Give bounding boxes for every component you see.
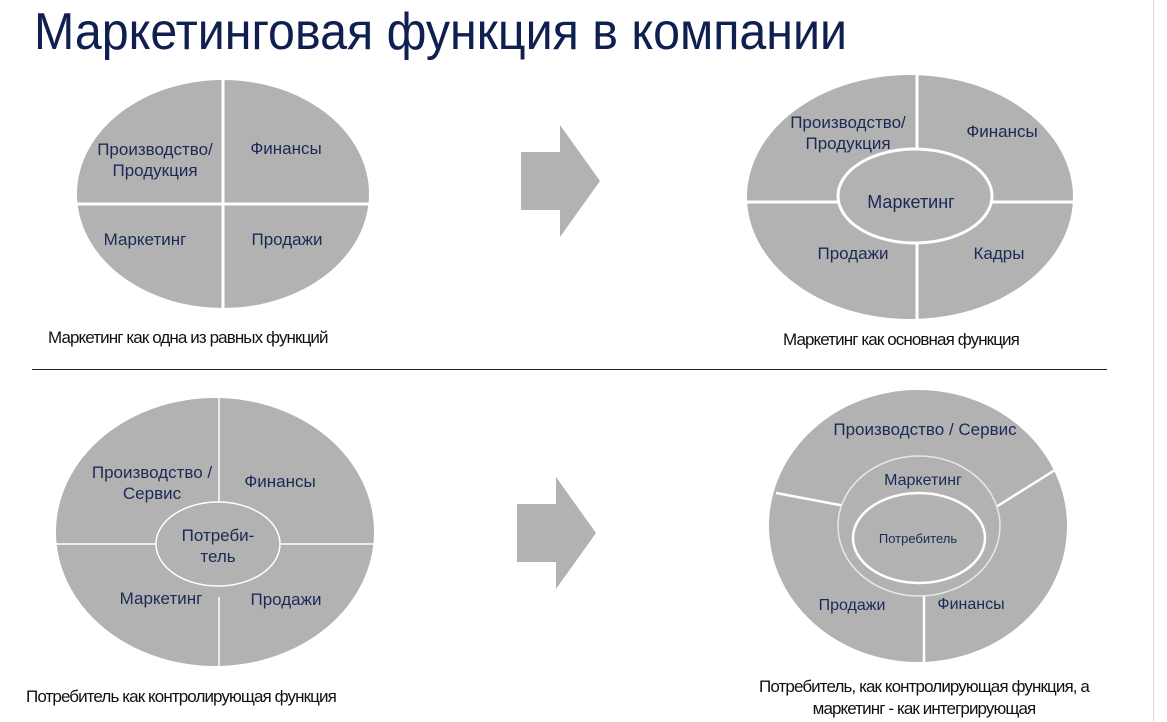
- center-consumer: Потребитель: [879, 531, 957, 546]
- segment-production-line2: Сервис: [123, 484, 182, 503]
- center-marketing: Маркетинг: [867, 192, 955, 212]
- segment-production: Производство/: [790, 113, 906, 132]
- arrow-right-icon: [517, 477, 596, 589]
- center-ellipse: [155, 501, 281, 587]
- caption-line-2: маркетинг - как интегрирующая: [812, 699, 1037, 718]
- segment-finance: Финансы: [966, 122, 1037, 141]
- segment-marketing: Маркетинг: [120, 589, 203, 608]
- center-ellipse: [836, 147, 994, 245]
- diagram-marketing-core: Производство/ Продукция Финансы Продажи …: [745, 75, 1077, 325]
- diagram-consumer-marketing-integrating: Производство / Сервис Продажи Финансы Ма…: [769, 390, 1067, 664]
- caption-consumer-marketing-integrating: Потребитель, как контролирующая функция,…: [744, 676, 1104, 720]
- center-consumer: Потреби-: [182, 526, 255, 545]
- caption-consumer-control: Потребитель как контролирующая функция: [26, 687, 337, 706]
- section-divider: [32, 369, 1107, 370]
- segment-production: Производство/: [97, 140, 213, 159]
- segment-hr: Кадры: [974, 244, 1025, 263]
- caption-marketing-core: Маркетинг как основная функция: [783, 330, 1020, 349]
- segment-marketing: Маркетинг: [104, 230, 187, 249]
- segment-production-line2: Продукция: [805, 134, 890, 153]
- segment-finance: Финансы: [937, 596, 1004, 613]
- segment-sales: Продажи: [818, 244, 889, 263]
- segment-production-service: Производство / Сервис: [833, 420, 1017, 439]
- page-title: Маркетинговая функция в компании: [34, 3, 848, 61]
- center-consumer-line2: тель: [200, 547, 235, 566]
- segment-sales: Продажи: [252, 230, 323, 249]
- segment-sales: Продажи: [251, 590, 322, 609]
- caption-line-1: Потребитель, как контролирующая функция,…: [759, 677, 1090, 696]
- segment-finance: Финансы: [244, 472, 315, 491]
- segment-production: Производство /: [92, 463, 213, 482]
- segment-sales: Продажи: [819, 597, 886, 614]
- slide-edge: [1153, 0, 1154, 722]
- diagram-consumer-control: Производство / Сервис Финансы Маркетинг …: [54, 397, 374, 669]
- middle-marketing: Маркетинг: [884, 472, 962, 489]
- segment-production-line2: Продукция: [112, 161, 197, 180]
- arrow-right-icon: [521, 125, 600, 237]
- center-ellipse: [851, 491, 987, 585]
- segment-finance: Финансы: [250, 139, 321, 158]
- diagram-equal-functions: Производство/ Продукция Финансы Маркетин…: [68, 80, 370, 310]
- caption-equal-functions: Маркетинг как одна из равных функций: [48, 328, 329, 347]
